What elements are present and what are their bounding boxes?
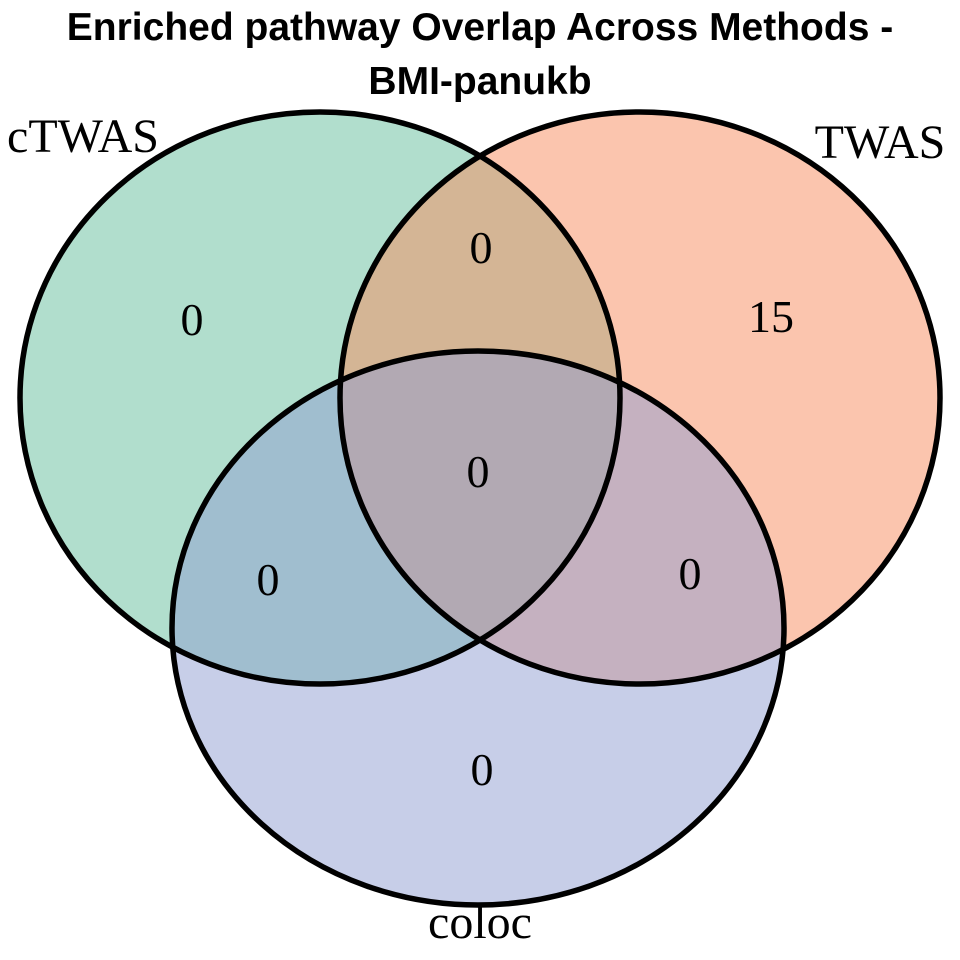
twas-circle-outline [337,109,943,687]
count-all-three-overlap: 0 [467,446,490,497]
coloc-circle-outline [169,348,787,908]
count-ctwas-coloc-overlap: 0 [257,554,280,605]
ctwas-circle-outline [17,109,623,687]
ctwas-set-label: cTWAS [7,110,159,163]
count-coloc-only: 0 [471,744,494,795]
venn-outlines [17,109,943,908]
count-twas-coloc-overlap: 0 [679,548,702,599]
count-twas-only: 15 [748,291,794,342]
count-ctwas-only: 0 [181,294,204,345]
chart-title-line1: Enriched pathway Overlap Across Methods … [67,6,893,49]
coloc-set-label: coloc [428,896,532,949]
venn-fills [20,112,940,905]
twas-set-label: TWAS [815,116,946,169]
coloc-circle-fill [172,351,784,905]
count-ctwas-twas-overlap: 0 [470,222,493,273]
chart-title-line2: BMI-panukb [368,60,591,103]
